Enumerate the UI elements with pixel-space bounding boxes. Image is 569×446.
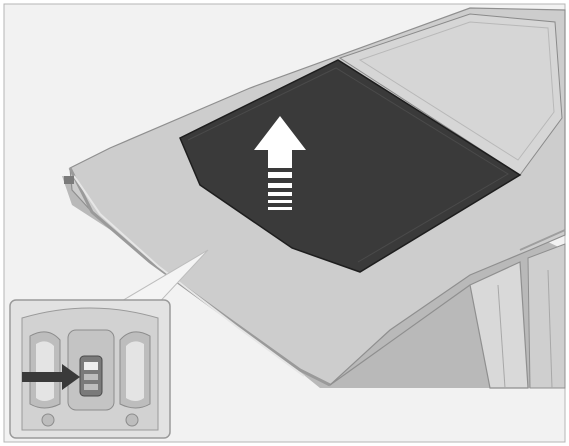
arrow-dash-4 bbox=[268, 200, 292, 203]
arrow-dash-1 bbox=[268, 172, 292, 178]
reading-lamp-left-lens bbox=[36, 341, 54, 401]
c-pillar bbox=[528, 244, 565, 388]
roof-clip bbox=[64, 176, 74, 184]
arrow-dash-5 bbox=[268, 207, 292, 210]
sunroof-switch-bottom bbox=[84, 384, 98, 390]
switch-inset bbox=[10, 300, 170, 438]
sunroof-switch-top bbox=[84, 362, 98, 370]
arrow-dash-3 bbox=[268, 192, 292, 196]
arrow-dash-2 bbox=[268, 183, 292, 188]
console-button-left bbox=[42, 414, 54, 426]
console-button-right bbox=[126, 414, 138, 426]
pointer-arrow-shaft bbox=[22, 372, 64, 382]
reading-lamp-right-lens bbox=[126, 341, 144, 401]
sunroof-switch-mid bbox=[84, 374, 98, 380]
